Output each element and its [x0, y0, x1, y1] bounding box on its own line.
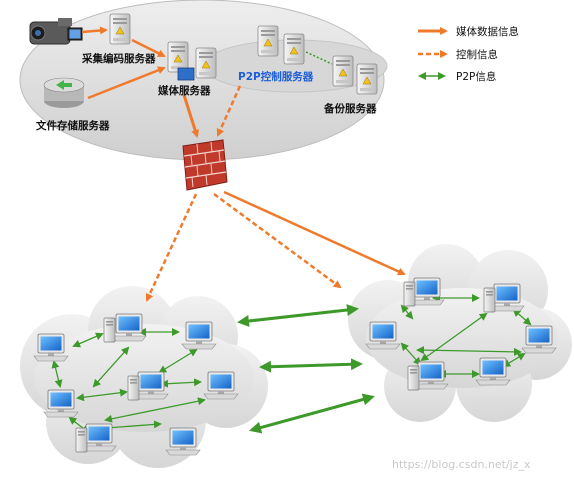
legend-p2p-label: P2P信息: [456, 71, 497, 83]
encoder-server-label: 采集编码服务器: [82, 53, 156, 65]
media-to-firewall-arrow: [182, 94, 199, 138]
firewall-to-right-cloud-media-arrow: [223, 190, 406, 276]
p2p-control-server-icon: [257, 25, 279, 57]
peer-pc-l3: [181, 321, 217, 350]
left-cloud-p2p-links: [51, 328, 206, 434]
watermark-text: https://blog.csdn.net/jz_x: [392, 458, 531, 471]
p2p-to-backup-link: [305, 51, 333, 65]
peer-pc-l6: [203, 371, 239, 400]
peer-pc-l1: [33, 333, 69, 362]
media-server-icon: [167, 41, 189, 73]
peer-tower-l2: [103, 317, 116, 343]
peer-tower-r1: [403, 281, 416, 307]
encoder-server-icon: [109, 13, 131, 45]
media-server-label: 媒体服务器: [158, 85, 211, 97]
backup-server-icon: [332, 55, 354, 87]
media-server-icon-2: [195, 47, 217, 79]
backup-server-icon-2: [356, 63, 378, 95]
peer-pc-l4: [43, 389, 79, 418]
control-to-firewall-arrow: [216, 85, 242, 137]
firewall-to-right-cloud-control-arrow: [213, 192, 342, 289]
backup-server-label: 备份服务器: [324, 103, 377, 115]
storage-server-label: 文件存储服务器: [36, 120, 110, 132]
video-camera-icon: [29, 18, 83, 45]
right-cloud-p2p-links: [400, 294, 532, 378]
peer-pc-r4: [521, 325, 557, 354]
p2p-control-server-label: P2P控制服务器: [238, 71, 314, 83]
storage-disk-icon: [43, 77, 85, 108]
legend-media-label: 媒体数据信息: [456, 26, 519, 38]
peer-pc-r3: [365, 321, 401, 350]
firewall-icon: [182, 139, 228, 191]
peer-tower-l5: [127, 375, 140, 401]
media-monitor-icon: [177, 67, 195, 81]
peer-pc-l8: [165, 427, 201, 456]
p2p-cloud-link-3: [249, 393, 375, 434]
p2p-cloud-link-1: [237, 304, 359, 327]
legend-control-label: 控制信息: [456, 49, 498, 61]
p2p-control-server-icon-2: [283, 33, 305, 65]
encoder-to-media-arrow: [131, 38, 166, 58]
camera-to-encoder-arrow: [81, 26, 108, 35]
peer-tower-l7: [75, 427, 88, 453]
p2p-cloud-link-2: [259, 358, 363, 373]
peer-tower-r2: [483, 287, 496, 313]
peer-tower-r5: [407, 365, 420, 391]
peer-pc-l2: [111, 313, 147, 342]
storage-to-media-arrow: [87, 66, 166, 100]
peer-pc-r6: [475, 357, 511, 386]
firewall-to-left-cloud-arrow: [145, 193, 198, 302]
